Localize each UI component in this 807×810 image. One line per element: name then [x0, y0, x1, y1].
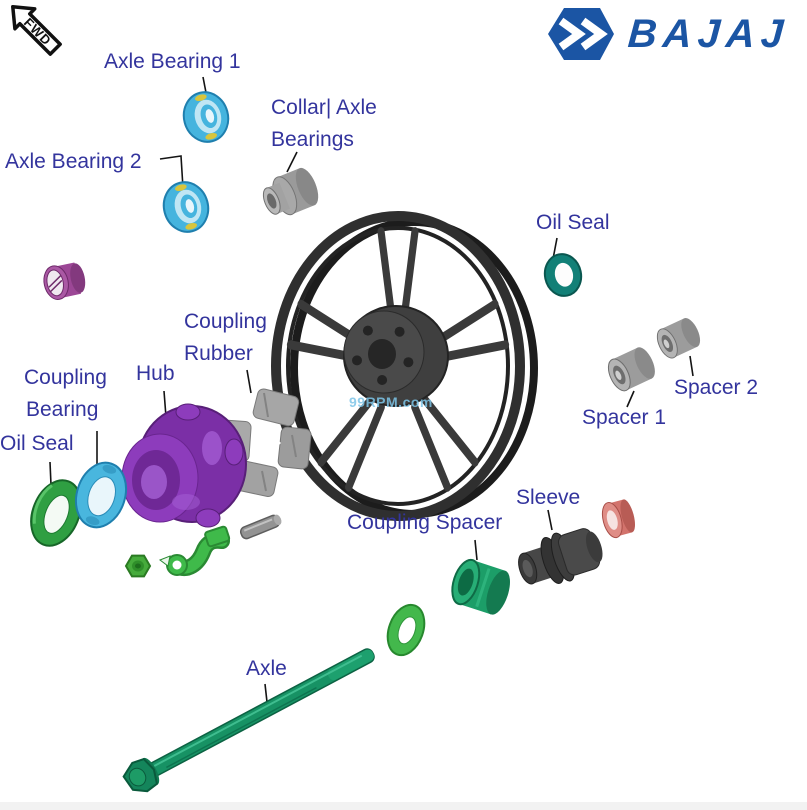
- collar-part: [262, 167, 319, 216]
- watermark-text: 99RPM.com: [349, 394, 433, 410]
- bracket-part: [158, 525, 231, 576]
- hub-part: [121, 403, 247, 528]
- leader-collar: [286, 151, 298, 173]
- label-coupling-bearing-line1: Coupling: [24, 366, 107, 389]
- coupling-bearing-part: [75, 461, 127, 529]
- bottom-edge-shade: [0, 802, 807, 810]
- leader-spacer-2: [689, 355, 694, 377]
- leader-axle-bearing-2: [159, 155, 184, 189]
- wheel-part: [271, 211, 538, 521]
- purple-bushing-part: [43, 262, 86, 300]
- bajaj-wordmark: BAJAJ: [626, 12, 791, 56]
- leader-spacer-1: [626, 390, 635, 408]
- label-hub: Hub: [136, 362, 175, 385]
- wheel-rim-lip: [286, 226, 510, 506]
- label-coupling-rubber-line2: Rubber: [184, 342, 253, 365]
- label-coupling-bearing-line2: Bearing: [26, 398, 99, 421]
- spacer-2-part: [656, 318, 701, 359]
- washer-part: [386, 603, 426, 657]
- leader-sleeve: [547, 509, 553, 531]
- label-coupling-rubber-line1: Coupling: [184, 310, 267, 333]
- label-collar-line1: Collar| Axle: [271, 96, 377, 119]
- sleeve-part: [518, 528, 603, 585]
- spacer-1-part: [607, 347, 655, 392]
- label-axle: Axle: [246, 657, 287, 680]
- oil-seal-right-part: [543, 253, 583, 297]
- fwd-arrow-icon: FWD: [11, 5, 62, 56]
- bajaj-logo-icon: [548, 8, 614, 60]
- oil-seal-left-part: [30, 479, 82, 547]
- leader-coupling-rubber: [246, 369, 252, 394]
- coupling-spacer-part: [451, 558, 510, 615]
- label-spacer-2: Spacer 2: [674, 376, 759, 399]
- label-coupling-spacer: Coupling Spacer: [347, 511, 503, 534]
- wheel-hub: [343, 305, 449, 407]
- leader-oil-seal-left: [49, 461, 52, 486]
- label-collar-line2: Bearings: [271, 128, 354, 151]
- label-oil-seal-left: Oil Seal: [0, 432, 74, 455]
- wheel-front-rim: [271, 211, 525, 521]
- leader-coupling-spacer: [474, 539, 478, 561]
- label-axle-bearing-2: Axle Bearing 2: [5, 150, 142, 173]
- nut-part: [124, 554, 152, 578]
- axle-bearing-1-part: [182, 91, 230, 143]
- axle-bearing-2-part: [162, 181, 210, 233]
- label-sleeve: Sleeve: [516, 486, 581, 509]
- label-axle-bearing-1: Axle Bearing 1: [104, 50, 241, 73]
- axle-part: [122, 648, 375, 793]
- pink-ring-part: [601, 499, 636, 539]
- label-spacer-1: Spacer 1: [582, 406, 667, 429]
- pin-part: [239, 514, 282, 540]
- label-oil-seal-right: Oil Seal: [536, 211, 610, 234]
